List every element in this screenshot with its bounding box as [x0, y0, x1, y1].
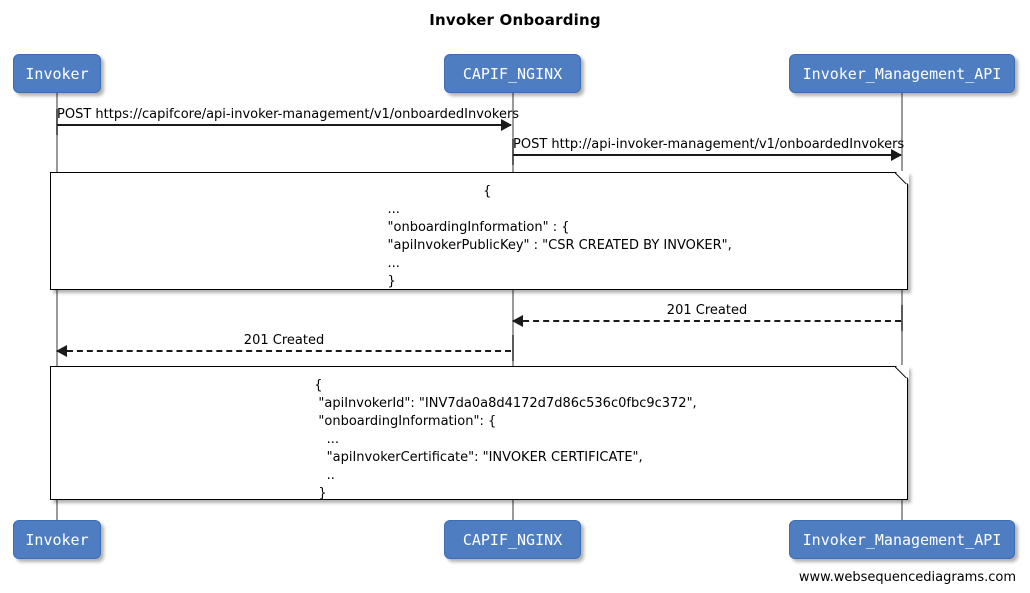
actor-label-invoker-top: Invoker — [25, 64, 89, 83]
msg4-label: 201 Created — [243, 333, 325, 348]
arrowhead-left-icon — [512, 315, 523, 327]
note2-line-5: .. — [306, 468, 335, 483]
note1-line-2: "onboardingInformation" : { — [371, 220, 570, 235]
note1-line-4: ... — [371, 256, 400, 271]
note1-line-0: { — [466, 184, 492, 199]
msg4-line — [57, 350, 511, 352]
arrowhead-right-icon — [891, 149, 902, 161]
msg3-label: 201 Created — [666, 303, 748, 318]
msg3-line — [513, 320, 901, 322]
note-onboarding-request-payload: { ... "onboardingInformation" : { "apiIn… — [50, 171, 909, 291]
actor-box-capif-nginx-bottom[interactable]: CAPIF_NGINX — [444, 520, 581, 559]
actor-label-capif-nginx-top: CAPIF_NGINX — [462, 64, 563, 83]
diagram-title: Invoker Onboarding — [429, 11, 601, 29]
note1-line-3: "apiInvokerPublicKey" : "CSR CREATED BY … — [371, 238, 732, 253]
message-arrow-post-onboarded-invokers-http[interactable]: POST http://api-invoker-management/v1/on… — [513, 137, 904, 161]
note2-line-6: } — [306, 486, 327, 501]
actor-box-invoker-management-api-top[interactable]: Invoker_Management_API — [789, 54, 1015, 93]
note2-body: { "apiInvokerId": "INV7da0a8d4172d7d86c5… — [51, 377, 907, 503]
note2-line-3: ... — [306, 432, 340, 447]
msg3-origin-cap — [901, 305, 903, 331]
msg2-label: POST http://api-invoker-management/v1/on… — [513, 137, 905, 152]
note1-body: { ... "onboardingInformation" : { "apiIn… — [51, 183, 907, 291]
message-arrow-201-created-to-invoker[interactable]: 201 Created — [56, 333, 511, 357]
actor-box-invoker-bottom[interactable]: Invoker — [13, 520, 101, 559]
note2-line-2: "onboardingInformation": { — [306, 414, 497, 429]
actor-box-invoker-management-api-bottom[interactable]: Invoker_Management_API — [789, 520, 1015, 559]
msg1-line — [57, 124, 511, 126]
note1-line-1: ... — [371, 202, 400, 217]
arrowhead-left-icon — [56, 345, 67, 357]
msg1-label: POST https://capifcore/api-invoker-manag… — [57, 107, 520, 122]
msg2-line — [513, 154, 901, 156]
actor-box-invoker-top[interactable]: Invoker — [13, 54, 101, 93]
note1-line-5: } — [371, 274, 396, 289]
lifeline-capif-nginx — [512, 93, 514, 520]
msg1-origin-cap — [56, 109, 58, 135]
msg2-origin-cap — [512, 139, 514, 165]
message-arrow-201-created-to-capif-nginx[interactable]: 201 Created — [512, 303, 901, 327]
note-onboarding-response-payload: { "apiInvokerId": "INV7da0a8d4172d7d86c5… — [50, 365, 909, 503]
arrowhead-right-icon — [501, 119, 512, 131]
msg4-origin-cap — [512, 335, 514, 361]
actor-box-capif-nginx-top[interactable]: CAPIF_NGINX — [444, 54, 581, 93]
actor-label-invoker-management-api-bottom: Invoker_Management_API — [802, 530, 1002, 549]
note2-line-4: "apiInvokerCertificate": "INVOKER CERTIF… — [306, 450, 643, 465]
message-arrow-post-onboarded-invokers-https[interactable]: POST https://capifcore/api-invoker-manag… — [57, 107, 519, 131]
note2-line-0: { — [306, 378, 323, 393]
actor-label-capif-nginx-bottom: CAPIF_NGINX — [462, 530, 563, 549]
lifeline-invoker — [56, 93, 58, 520]
watermark-footer: www.websequencediagrams.com — [798, 570, 1016, 585]
note2-line-1: "apiInvokerId": "INV7da0a8d4172d7d86c536… — [306, 396, 697, 411]
actor-label-invoker-management-api-top: Invoker_Management_API — [802, 64, 1002, 83]
actor-label-invoker-bottom: Invoker — [25, 530, 89, 549]
